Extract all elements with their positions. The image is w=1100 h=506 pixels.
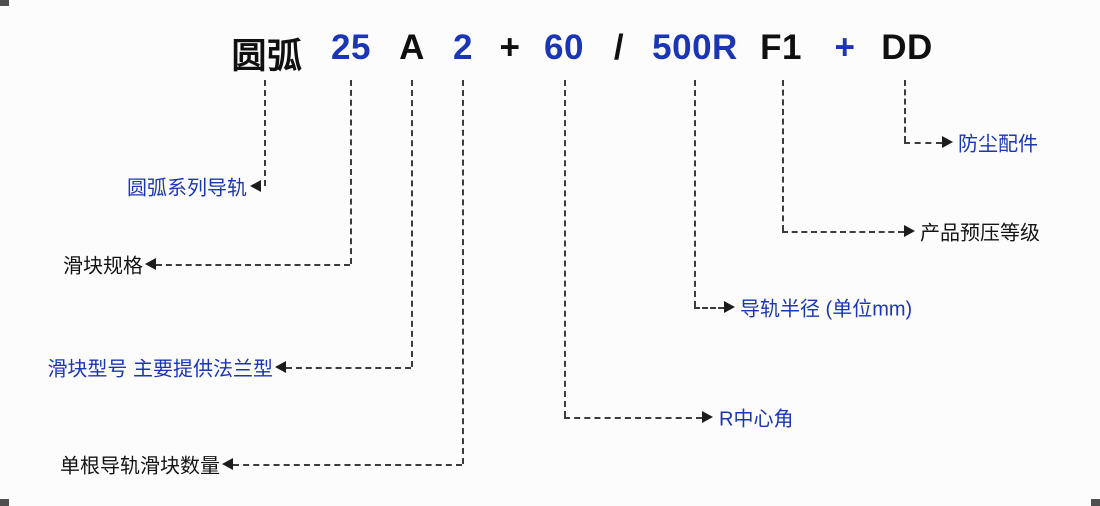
- arrow-left-icon: [250, 180, 261, 192]
- arrow-right-icon: [702, 411, 713, 423]
- callout-radius-hline: [694, 307, 724, 309]
- callout-preload-vline: [782, 80, 784, 231]
- corner-mark: [0, 499, 9, 506]
- arrow-left-icon: [275, 361, 286, 373]
- corner-mark: [0, 0, 9, 6]
- callout-count-hline: [233, 464, 462, 466]
- callout-type-hline: [286, 367, 411, 369]
- callout-type-vline: [411, 80, 413, 367]
- callout-label-series: 圆弧系列导轨: [127, 177, 247, 200]
- callout-label-dust: 防尘配件: [958, 133, 1038, 156]
- callout-series-vline: [264, 80, 266, 186]
- corner-mark: [1091, 499, 1100, 506]
- callout-radius-vline: [694, 80, 696, 307]
- callout-label-preload: 产品预压等级: [920, 222, 1040, 245]
- callout-label-radius: 导轨半径 (单位mm): [740, 298, 913, 321]
- callout-angle-vline: [564, 80, 566, 417]
- code-token-count: 2: [453, 28, 473, 67]
- code-token-slash: /: [613, 28, 625, 67]
- code-token-type: A: [399, 28, 425, 67]
- arrow-left-icon: [145, 258, 156, 270]
- callout-dust-hline: [904, 142, 942, 144]
- callout-label-angle: R中心角: [719, 408, 794, 431]
- callout-label-size: 滑块规格: [63, 255, 143, 278]
- callout-preload-hline: [782, 231, 904, 233]
- code-token-preload: F1: [760, 28, 802, 67]
- callout-angle-hline: [564, 417, 702, 419]
- callout-size-vline: [350, 80, 352, 264]
- callout-label-type: 滑块型号 主要提供法兰型: [47, 358, 273, 381]
- code-token-dust: DD: [881, 28, 933, 67]
- arrow-left-icon: [222, 458, 233, 470]
- arrow-right-icon: [904, 225, 915, 237]
- code-token-angle: 60: [544, 28, 584, 67]
- callout-dust-vline: [904, 80, 906, 142]
- code-token-size: 25: [331, 28, 371, 67]
- callout-count-vline: [462, 80, 464, 464]
- callout-size-hline: [156, 264, 350, 266]
- code-token-series: 圆弧: [231, 37, 303, 76]
- callout-label-count: 单根导轨滑块数量: [60, 455, 220, 478]
- arrow-right-icon: [942, 136, 953, 148]
- code-token-radius: 500R: [652, 28, 738, 67]
- arrow-right-icon: [724, 301, 735, 313]
- code-token-plus-1: +: [499, 28, 521, 67]
- code-token-plus-2: +: [834, 28, 856, 67]
